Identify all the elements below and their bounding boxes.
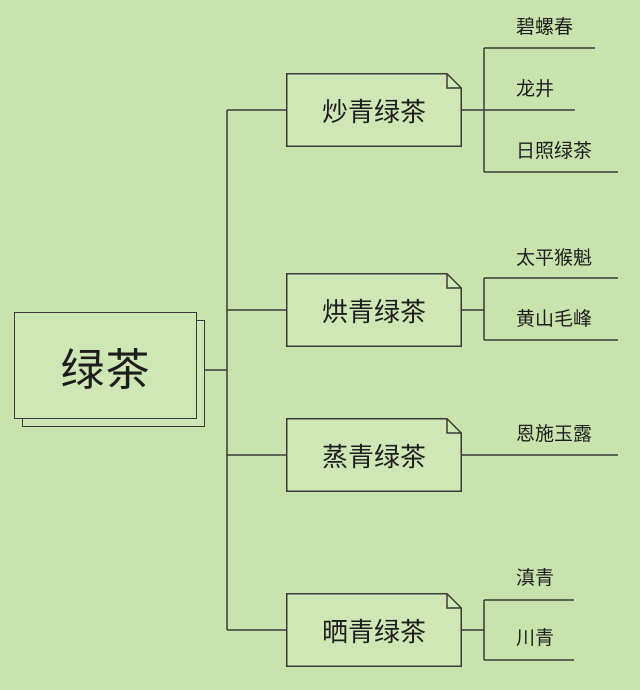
category-label: 烘青绿茶 <box>321 297 426 328</box>
root-node: 绿茶 <box>14 312 197 419</box>
leaf-taiping-houkui: 太平猴魁 <box>516 247 593 269</box>
category-node-hongqing: 烘青绿茶 <box>286 273 462 347</box>
category-label: 晒青绿茶 <box>321 617 426 648</box>
category-node-shaiqing: 晒青绿茶 <box>286 593 462 667</box>
category-label: 蒸青绿茶 <box>321 442 426 473</box>
category-node-zhengqing: 蒸青绿茶 <box>286 418 462 492</box>
leaf-huangshan-maofeng: 黄山毛峰 <box>516 308 593 330</box>
leaf-enshi-yulu: 恩施玉露 <box>516 423 593 445</box>
category-label: 炒青绿茶 <box>321 97 426 128</box>
leaf-rizhao-lvcha: 日照绿茶 <box>516 140 593 162</box>
leaf-chuanqing: 川青 <box>516 627 555 649</box>
root-label: 绿茶 <box>60 344 151 396</box>
leaf-biluochun: 碧螺春 <box>516 16 574 38</box>
category-node-chaoqing: 炒青绿茶 <box>286 73 462 147</box>
leaf-dianqing: 滇青 <box>516 567 555 589</box>
leaf-longjing: 龙井 <box>516 78 555 100</box>
